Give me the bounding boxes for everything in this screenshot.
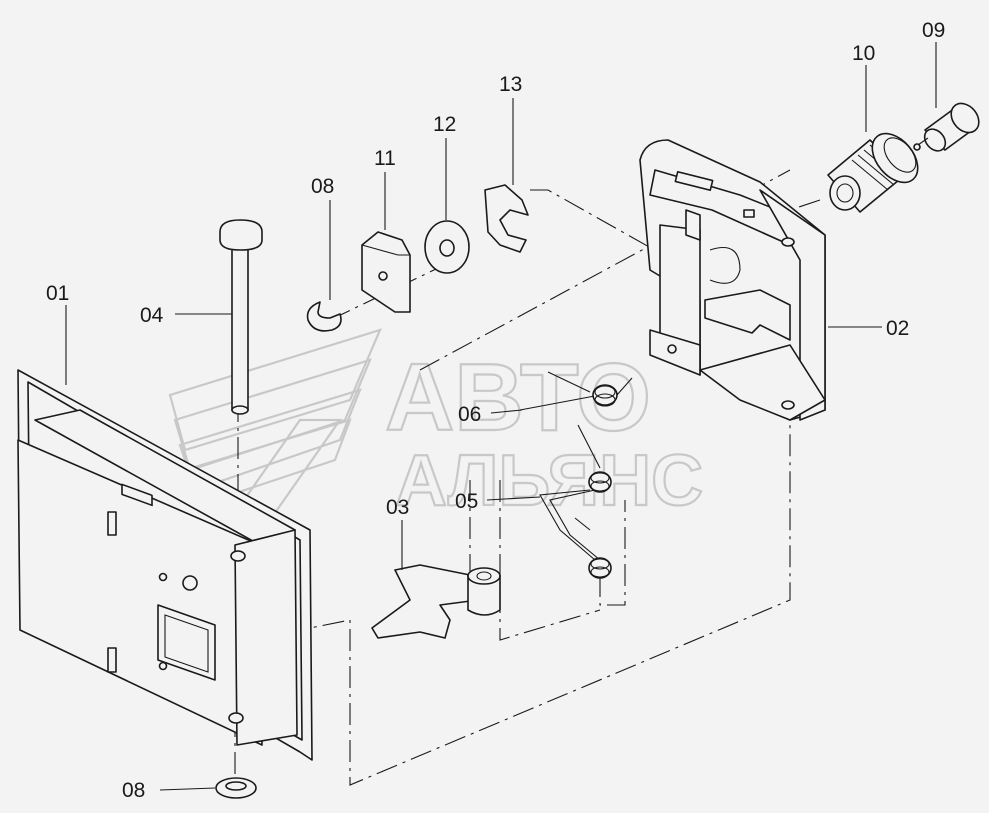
part-09-plug (913, 102, 980, 152)
callout-08-lower: 08 (122, 779, 145, 802)
part-11-pad (361, 231, 411, 313)
callout-01: 01 (46, 282, 69, 305)
callout-06: 06 (458, 403, 481, 426)
part-10-threaded-bushing (827, 132, 919, 213)
part-04-pin (219, 219, 263, 415)
leader-lines (65, 42, 937, 791)
watermark-logo-icon (168, 328, 382, 522)
part-08-upper-e-clip (306, 301, 342, 332)
callout-11: 11 (374, 147, 396, 170)
part-12-washer (424, 220, 470, 274)
part-13-spring-clip (484, 184, 529, 253)
watermark: АВТО АЛЬЯНС (168, 328, 704, 522)
callout-04: 04 (140, 304, 164, 327)
callout-02: 02 (886, 317, 909, 340)
callout-05: 05 (455, 490, 478, 513)
part-02-latch-housing (639, 139, 826, 421)
part-08-lower-e-clip (215, 777, 257, 799)
callout-03: 03 (386, 496, 409, 519)
part-06-torsion-spring (519, 371, 633, 411)
callout-08-upper: 08 (311, 175, 334, 198)
part-01-base-plate (17, 369, 313, 761)
callout-13: 13 (499, 73, 522, 96)
part-03-latch-lever (371, 564, 501, 639)
part-05-spring (539, 424, 612, 579)
watermark-line-2: АЛЬЯНС (395, 441, 703, 521)
callout-10: 10 (852, 42, 875, 65)
callout-12: 12 (433, 113, 456, 136)
callout-09: 09 (922, 19, 945, 42)
callout-labels: 01 02 03 04 05 06 08 08 09 10 11 12 13 (46, 19, 945, 802)
